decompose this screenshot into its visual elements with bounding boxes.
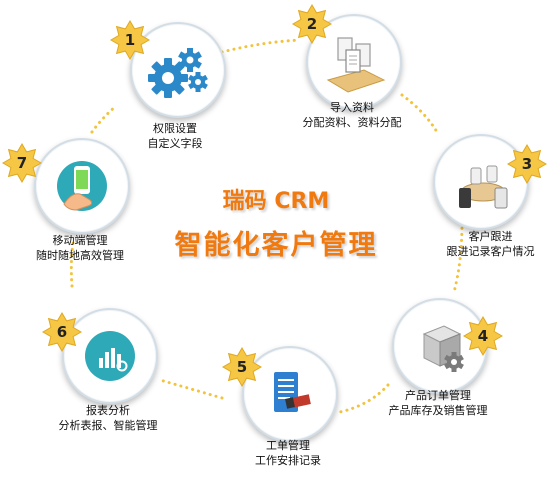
gears-icon: [148, 48, 208, 98]
node-4-desc: 产品库存及销售管理: [388, 404, 488, 417]
node-3-number: 3: [521, 155, 533, 173]
connector-1-2: [220, 38, 302, 54]
node-5-badge: 5: [222, 347, 262, 387]
node-6-label: 报表分析 分析表报、智能管理: [38, 403, 178, 433]
node-7-desc: 随时随地高效管理: [36, 249, 124, 262]
node-5-label: 工单管理 工作安排记录: [218, 438, 358, 468]
connector-6-7: [69, 236, 76, 288]
star-badge-icon: [463, 316, 503, 356]
star-badge-icon: [222, 347, 262, 387]
node-4-number: 4: [477, 327, 489, 345]
node-3-badge: 3: [507, 144, 547, 184]
node-6-title: 报表分析: [86, 404, 130, 417]
node-5-title: 工单管理: [266, 439, 310, 452]
node-5-desc: 工作安排记录: [255, 454, 321, 467]
node-5-circle[interactable]: [242, 346, 338, 442]
node-1-title: 权限设置: [153, 122, 197, 135]
node-3-label: 客户跟进 跟进记录客户情况: [428, 229, 553, 259]
node-7-badge: 7: [2, 143, 42, 183]
work-order-icon: [274, 372, 311, 412]
meeting-icon: [459, 165, 508, 209]
node-5-number: 5: [236, 358, 248, 376]
node-2-badge: 2: [292, 4, 332, 44]
center-title: 瑞码 CRM: [222, 189, 330, 214]
node-2-desc: 分配资料、资料分配: [302, 116, 402, 129]
star-badge-icon: [2, 143, 42, 183]
center-subtitle: 智能化客户管理: [174, 230, 378, 261]
node-4-label: 产品订单管理 产品库存及销售管理: [368, 388, 508, 418]
node-7-title: 移动端管理: [52, 234, 108, 247]
star-badge-icon: [507, 144, 547, 184]
node-3-desc: 跟进记录客户情况: [446, 245, 535, 258]
connector-3-4: [452, 220, 464, 294]
node-6-circle[interactable]: [62, 308, 158, 404]
import-docs-icon: [326, 37, 386, 93]
node-1-badge: 1: [110, 20, 150, 60]
star-badge-icon: [42, 312, 82, 352]
mobile-icon: [57, 161, 107, 211]
node-6-badge: 6: [42, 312, 82, 352]
node-7-label: 移动端管理 随时随地高效管理: [10, 233, 150, 263]
node-3-title: 客户跟进: [468, 230, 513, 243]
node-4-badge: 4: [463, 316, 503, 356]
connector-7-1: [90, 104, 118, 134]
node-1-label: 权限设置 自定义字段: [105, 121, 245, 151]
node-1-circle[interactable]: [130, 22, 226, 118]
node-4-title: 产品订单管理: [405, 389, 471, 402]
node-1-desc: 自定义字段: [147, 137, 203, 150]
node-1-number: 1: [124, 31, 136, 49]
node-2-title: 导入资料: [330, 101, 374, 114]
node-7-number: 7: [16, 154, 28, 172]
report-chart-icon: [85, 331, 135, 381]
node-2-number: 2: [306, 15, 318, 33]
box-gear-icon: [422, 325, 464, 372]
node-7-circle[interactable]: [34, 138, 130, 234]
node-6-desc: 分析表报、智能管理: [58, 419, 158, 432]
node-6-number: 6: [56, 323, 68, 341]
connector-5-6: [158, 378, 224, 400]
star-badge-icon: [110, 20, 150, 60]
star-badge-icon: [292, 4, 332, 44]
node-2-label: 导入资料 分配资料、资料分配: [282, 100, 422, 130]
connector-2-3: [400, 93, 439, 134]
